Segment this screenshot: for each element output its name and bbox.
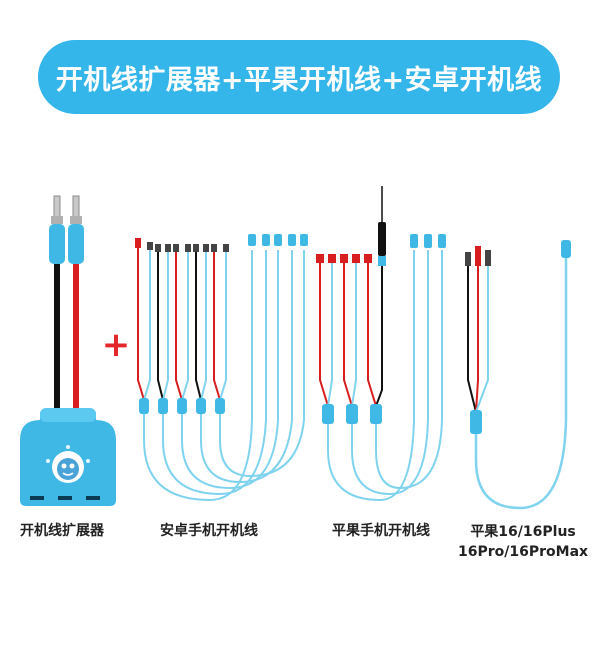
boot-cable-extender-image	[20, 195, 116, 506]
title-banner: 开机线扩展器+平果开机线+安卓开机线	[38, 40, 560, 114]
caption-android-cables: 安卓手机开机线	[160, 523, 258, 539]
android-cable-set-image	[135, 234, 308, 502]
caption-iphone16-line1: 平果16/16Plus	[470, 524, 576, 540]
caption-apple-cables: 平果手机开机线	[332, 523, 430, 539]
caption-iphone16-line2: 16Pro/16ProMax	[458, 544, 589, 560]
banner-title: 开机线扩展器+平果开机线+安卓开机线	[55, 64, 543, 96]
caption-extender: 开机线扩展器	[20, 523, 104, 539]
caption-iphone16-cable: 平果16/16Plus 16Pro/16ProMax	[458, 522, 588, 562]
svg-text:+: +	[102, 325, 131, 365]
iphone16-cable-image	[465, 240, 571, 510]
apple-cable-set-image	[316, 186, 446, 502]
plus-sign: +	[102, 325, 131, 365]
